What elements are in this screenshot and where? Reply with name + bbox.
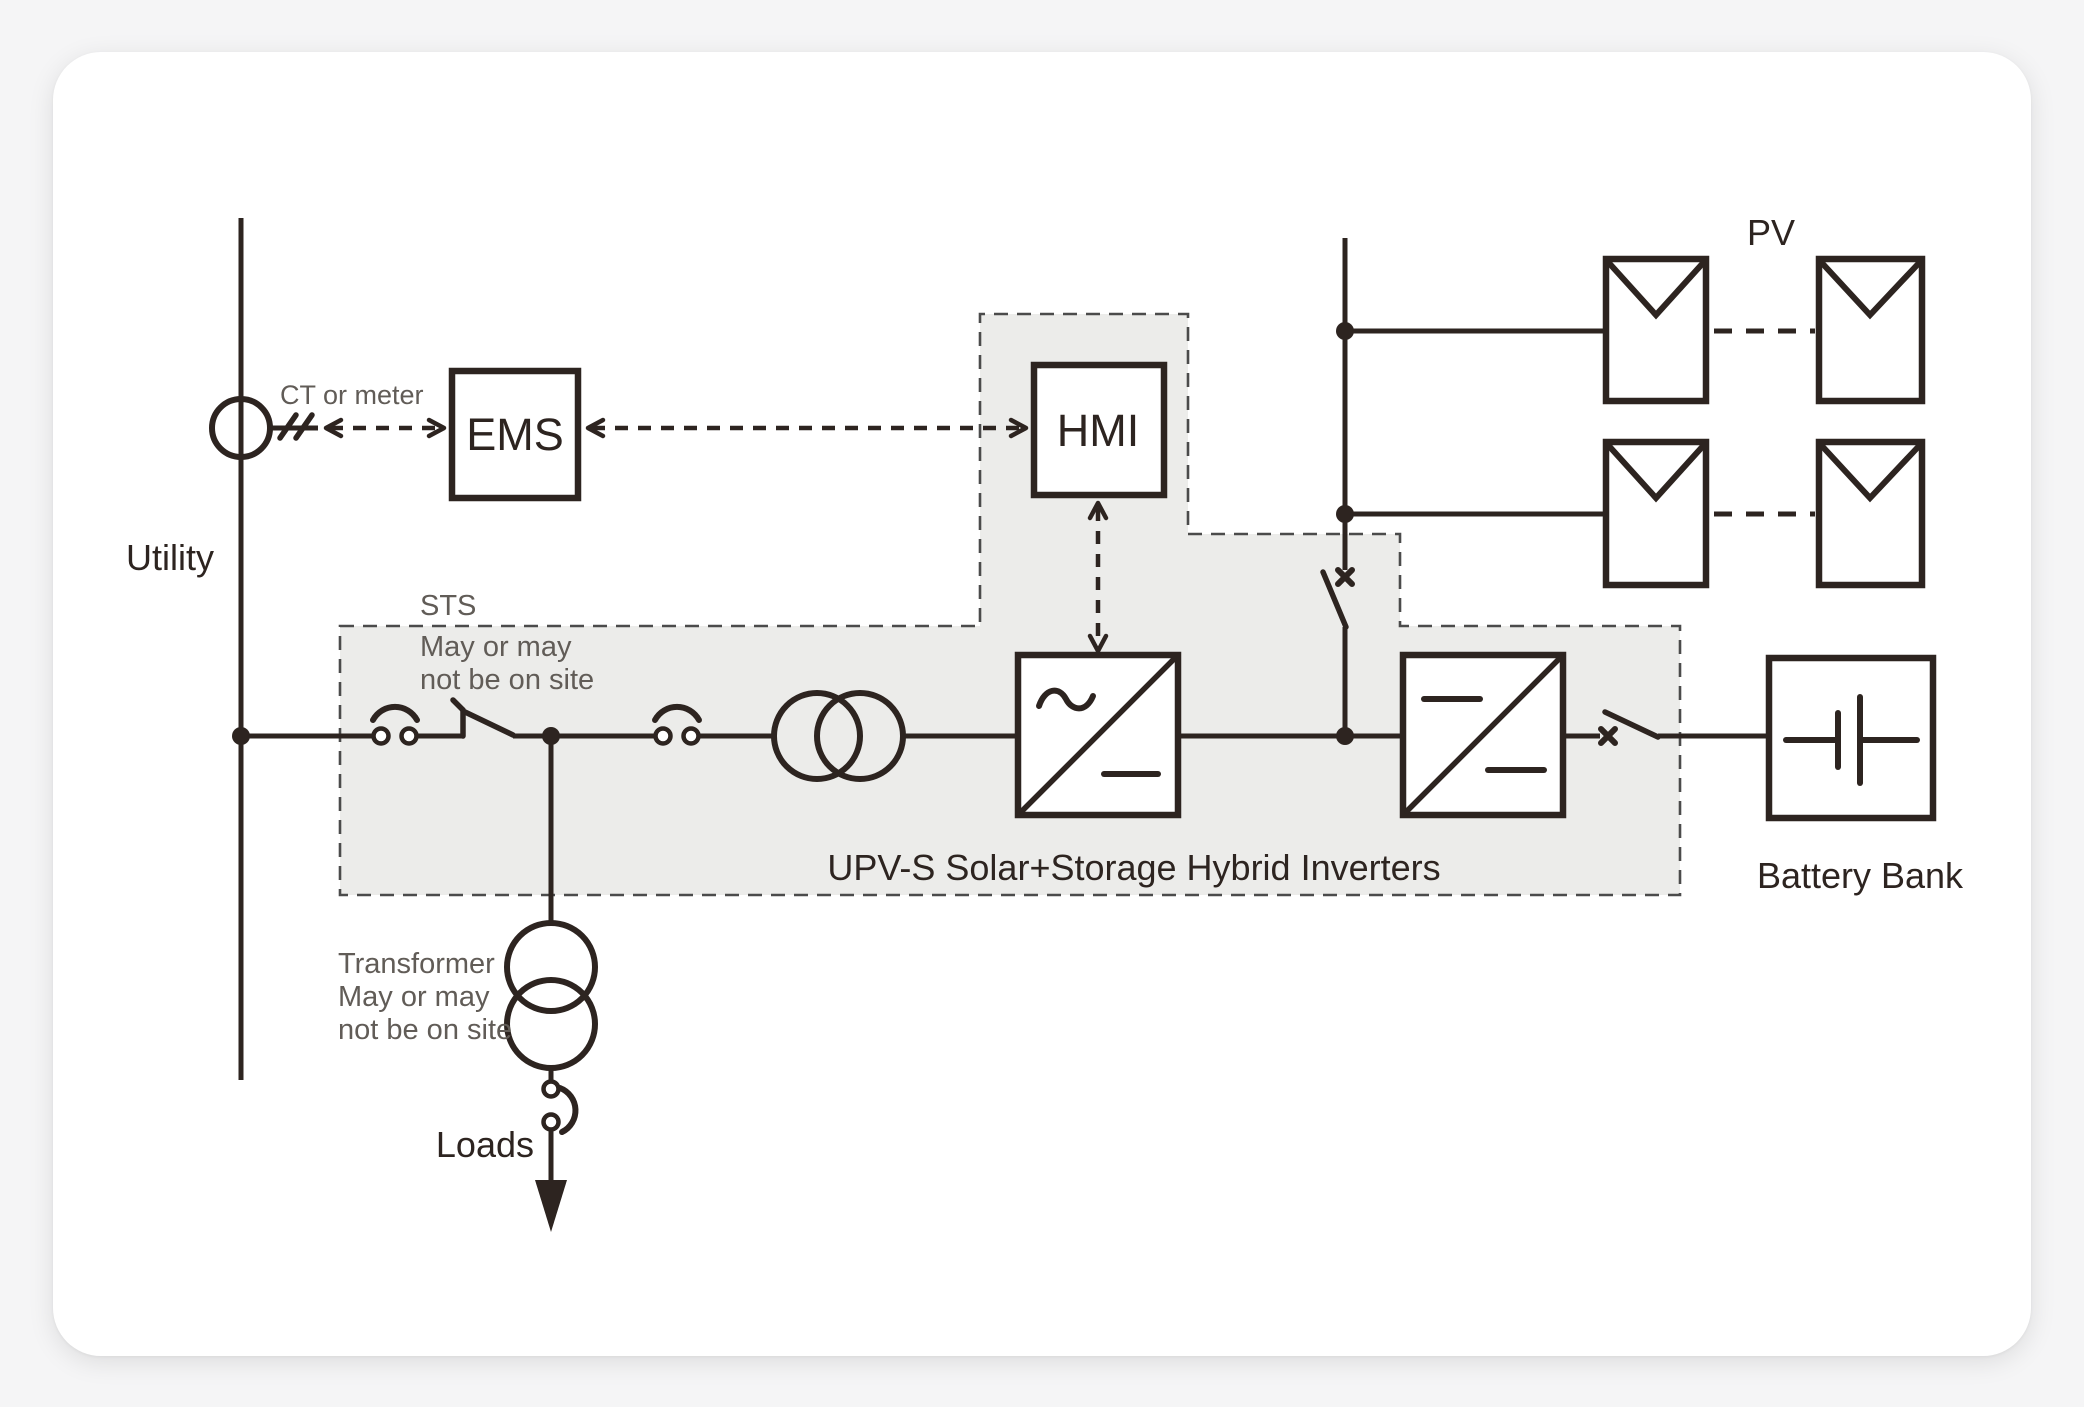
contactor-icon [652,703,702,746]
junction-dot [1336,505,1354,523]
dc-dc-converter-icon [1399,651,1567,819]
contactor-icon [370,703,420,746]
transformer-note-line3: not be on site [338,1014,512,1046]
sts-note-line1: May or may [420,631,572,663]
ems-label: EMS [466,409,564,460]
sts-switch-icon [450,697,516,739]
load-arrow-icon [535,1180,567,1232]
hmi-box: HMI [1030,361,1168,499]
sts-note-line2: not be on site [420,664,594,696]
battery-icon [1765,654,1937,822]
pv-label: PV [1747,212,1795,253]
transformer-note-line1: Transformer [338,948,495,980]
utility-label: Utility [126,537,214,578]
pv-panel-icon [1602,255,1710,405]
region-title: UPV-S Solar+Storage Hybrid Inverters [827,847,1440,888]
pv-disconnect-switch-icon [1320,567,1355,630]
junction-dot [1336,727,1354,745]
battery-disconnect-switch-icon [1598,709,1661,746]
ems-box: EMS [448,367,582,502]
load-transformer-icon [504,920,598,1071]
ct-meter-label: CT or meter [280,380,424,410]
hybrid-inverter-region [338,312,1682,897]
ac-dc-inverter-icon [1014,651,1182,819]
junction-dot [1336,322,1354,340]
junction-dot [232,727,250,745]
ct-meter-icon [209,396,318,460]
load-breaker-icon [541,1079,579,1135]
transformer-icon [771,690,906,782]
pv-panel-icon [1815,438,1926,589]
pv-panel-icon [1602,438,1710,589]
ems-hmi-comm-arrow [585,417,1029,439]
sts-label: STS [420,590,476,622]
junction-dot [542,727,560,745]
battery-bank-label: Battery Bank [1757,855,1964,896]
ct-ems-comm-arrow [323,417,447,439]
loads-label: Loads [436,1124,534,1165]
transformer-note-line2: May or may [338,981,490,1013]
hmi-label: HMI [1057,405,1140,456]
pv-panel-icon [1815,255,1926,405]
hmi-inverter-comm-arrow [1087,500,1109,654]
